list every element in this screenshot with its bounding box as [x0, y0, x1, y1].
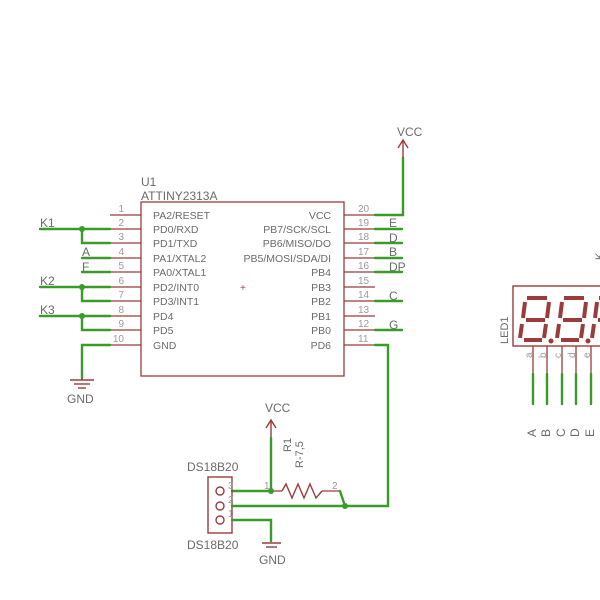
pin-number: 11	[358, 334, 369, 345]
sensor-pin-circle	[215, 501, 225, 511]
net-label-k3: K3	[40, 303, 55, 317]
net-label-vcc-r: VCC	[265, 401, 291, 415]
pin-number: 14	[358, 290, 370, 301]
led-pin-label: a	[524, 352, 535, 358]
resistor-pin-number: 2	[332, 481, 338, 492]
ic-right-pin-stubs	[344, 214, 375, 346]
pin-number: 7	[118, 290, 124, 301]
pin-name: PD3/INT1	[153, 296, 199, 308]
sensor-name-bottom: DS18B20	[187, 538, 239, 552]
pin-number: 9	[118, 319, 124, 330]
led-segment-label: A	[525, 429, 539, 437]
resistor-pin-number: 1	[264, 481, 270, 492]
pin-name: PB1	[311, 311, 331, 323]
pin-number: 4	[118, 247, 124, 258]
led-pin-label: d	[567, 352, 578, 358]
pin-name: PD6	[311, 340, 332, 352]
pin-number: 8	[118, 305, 124, 316]
pin-name: PB4	[311, 267, 331, 279]
pin-name: PD5	[153, 325, 174, 337]
net-label-b: B	[389, 245, 397, 259]
sensor-pin-number: 1	[228, 509, 234, 520]
ic-value-label: ATTINY2313A	[141, 189, 217, 203]
pin-number: 6	[118, 276, 124, 287]
ground-icon	[70, 378, 94, 389]
sensor-pin-circle	[215, 515, 225, 525]
pin-number: 16	[358, 261, 370, 272]
pin-name: PB7/SCK/SCL	[263, 224, 331, 236]
resistor-ref: R1	[282, 438, 294, 452]
pin-name: GND	[153, 340, 177, 352]
led-pin-label: c	[553, 353, 564, 358]
ic-ref-label: U1	[141, 175, 157, 189]
pin-name: VCC	[309, 210, 332, 222]
seven-segment-display	[512, 285, 600, 347]
sensor-name-top: DS18B20	[187, 460, 239, 474]
net-label-vcc-top: VCC	[397, 125, 423, 139]
ic-left-pin-stubs	[110, 214, 141, 346]
pin-name: PA1/XTAL2	[153, 253, 206, 265]
pin-name: PB0	[311, 325, 331, 337]
pin-number: 18	[358, 232, 370, 243]
pin-number: 20	[358, 204, 370, 215]
pin-name: PD1/TXD	[153, 238, 198, 250]
pin-number: 15	[358, 276, 370, 287]
pin-name: PB5/MOSI/SDA/DI	[243, 253, 331, 265]
pin-number: 1	[118, 204, 124, 215]
net-label-k1: K1	[40, 216, 55, 230]
pin-name: PD2/INT0	[153, 282, 199, 294]
pin-name: PA0/XTAL1	[153, 267, 206, 279]
ground-icon	[262, 542, 281, 548]
led-segment-label: B	[539, 429, 553, 437]
pin-name: PB3	[311, 282, 331, 294]
led-segment-label: C	[554, 428, 568, 437]
vcc-arrow-icon	[397, 138, 409, 158]
net-label-k2: K2	[40, 274, 55, 288]
net-label-g: G	[389, 318, 398, 332]
sensor-pin-number: 2	[228, 495, 234, 506]
pin-name: PB6/MISO/DO	[263, 238, 331, 250]
pin-name: PD0/RXD	[153, 224, 199, 236]
net-label-e: E	[389, 216, 397, 230]
net-label-f: F	[82, 260, 89, 274]
led-pin-label: b	[538, 352, 549, 358]
ic-body	[140, 201, 345, 377]
pin-name: PA2/RESET	[153, 210, 211, 222]
pin-name: PD4	[153, 311, 174, 323]
sensor-gnd-net	[230, 518, 273, 543]
led-pin-label: e	[582, 352, 593, 358]
sensor-pin-circle	[215, 486, 225, 496]
pin-number: 2	[118, 218, 124, 229]
led-partial-label: K	[594, 252, 600, 260]
pin-number: 17	[358, 247, 370, 258]
resistor-value: R-7,5	[294, 441, 306, 468]
net-label-d: D	[389, 231, 398, 245]
net-label-dp: DP	[389, 260, 406, 274]
led-nets	[531, 372, 593, 406]
net-label-gnd-sensor: GND	[259, 553, 286, 567]
pin-number: 10	[113, 334, 125, 345]
pin-number: 5	[118, 261, 124, 272]
ic-origin-mark: +	[240, 283, 246, 294]
pin-number: 3	[118, 232, 124, 243]
led-segment-label: D	[568, 428, 582, 437]
sensor-pin-number: 3	[228, 481, 234, 492]
led-segment-label: E	[583, 429, 597, 437]
pin-number: 12	[358, 319, 370, 330]
led-pin-stubs	[532, 346, 592, 374]
pin-name: PB2	[311, 296, 331, 308]
led-ref: LED1	[499, 316, 511, 344]
net-label-a: A	[82, 245, 90, 259]
left-nets	[38, 226, 112, 380]
right-nets	[343, 156, 405, 508]
pin-number: 13	[358, 305, 370, 316]
net-label-gnd: GND	[67, 392, 94, 406]
pin-number: 19	[358, 218, 370, 229]
net-label-c: C	[389, 289, 398, 303]
